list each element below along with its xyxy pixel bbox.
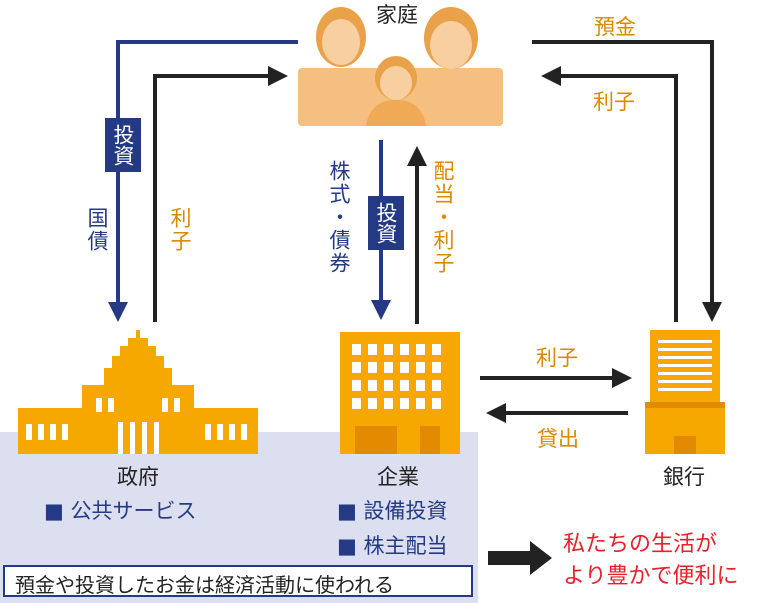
dividend-interest-label: 配当・利子	[431, 160, 455, 275]
conclusion-line-1: 私たちの生活が	[563, 532, 718, 557]
government-bonds-label: 国債	[85, 207, 109, 253]
arrow-deposit-to-bank	[532, 40, 722, 322]
caption-text: 預金や投資したお金は経済活動に使われる	[15, 573, 394, 597]
investment-badge-company: 投資	[368, 196, 404, 250]
company-label: 企業	[377, 465, 419, 489]
investment-badge-government: 投資	[105, 118, 141, 172]
government-use-public-services: ■ 公共サービス	[44, 499, 197, 523]
arrow-interest-from-bank	[541, 66, 678, 322]
bank-label: 銀行	[663, 465, 705, 489]
arrow-investment-to-government	[108, 40, 298, 322]
stocks-bonds-label: 株式・債券	[327, 160, 351, 275]
conclusion-line-2: より豊かで便利に	[563, 564, 739, 589]
company-use-capital-investment: ■ 設備投資	[337, 499, 448, 523]
household-label: 家庭	[376, 3, 418, 27]
government-interest-label: 利子	[168, 207, 192, 253]
company-to-bank-interest-label: 利子	[536, 346, 578, 370]
company-use-dividends: ■ 株主配当	[337, 534, 448, 558]
caption-box: 預金や投資したお金は経済活動に使われる	[3, 565, 473, 597]
bank-interest-label: 利子	[593, 90, 635, 114]
loan-label: 貸出	[537, 427, 579, 451]
deposit-label: 預金	[594, 15, 636, 39]
conclusion-arrow	[488, 541, 552, 575]
government-label: 政府	[117, 465, 159, 489]
arrow-interest-to-household-left	[153, 66, 288, 322]
